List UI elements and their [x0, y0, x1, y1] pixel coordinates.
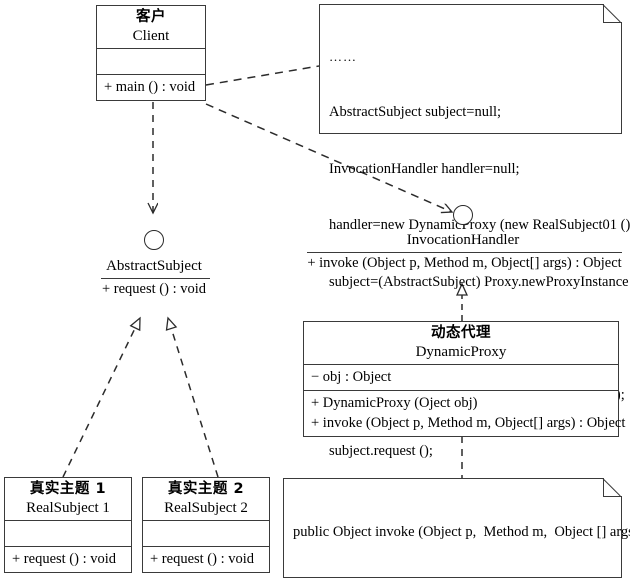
note-invoke-code-body: public Object invoke (Object p, Method m… — [284, 479, 630, 582]
class-real-subject-1[interactable]: 真实主题 1 RealSubject 1 + request () : void — [4, 477, 132, 574]
class-real-subject-2-name-cn: 真实主题 2 — [167, 481, 245, 497]
note-line: public Object invoke (Object p, Method m… — [293, 523, 630, 540]
class-client-operation: + main () : void — [104, 78, 196, 95]
class-dynamic-proxy-attributes: − obj : Object — [304, 363, 618, 390]
class-client-name-en: Client — [132, 27, 170, 44]
note-line: { — [293, 579, 612, 582]
note-line: …… — [329, 48, 357, 64]
class-real-subject-1-name-en: RealSubject 1 — [26, 499, 110, 516]
class-dynamic-proxy-operation: + DynamicProxy (Oject obj) — [311, 395, 478, 412]
class-client-name-cn: 客户 — [136, 9, 166, 25]
class-real-subject-1-name-cn: 真实主题 1 — [29, 481, 107, 497]
invocation-handler-divider — [307, 252, 622, 253]
class-real-subject-1-operations: + request () : void — [5, 545, 131, 572]
class-dynamic-proxy-attribute: − obj : Object — [311, 368, 392, 385]
class-client-attributes — [97, 47, 205, 74]
class-real-subject-1-header: 真实主题 1 RealSubject 1 — [5, 478, 131, 520]
class-real-subject-2-name-en: RealSubject 2 — [164, 499, 248, 516]
class-real-subject-2-attributes — [143, 519, 269, 546]
abstract-subject-lollipop-icon — [144, 230, 164, 250]
invocation-handler-lollipop-icon — [453, 205, 473, 225]
class-real-subject-1-operation: + request () : void — [12, 550, 117, 567]
abstract-subject-name: AbstractSubject — [106, 258, 202, 274]
abstract-subject-divider — [101, 278, 210, 279]
class-real-subject-1-attributes — [5, 519, 131, 546]
note-fold-corner-icon — [603, 478, 622, 497]
class-client-header: 客户 Client — [97, 6, 205, 48]
note-line: handler=new DynamicProxy (new RealSubjec… — [329, 217, 630, 234]
note-line: subject=(AbstractSubject) Proxy.newProxy… — [329, 273, 630, 290]
class-dynamic-proxy-name-cn: 动态代理 — [431, 325, 491, 341]
class-dynamic-proxy-operation: + invoke (Object p, Method m, Object[] a… — [311, 414, 626, 431]
class-dynamic-proxy[interactable]: 动态代理 DynamicProxy − obj : Object + Dynam… — [303, 321, 626, 437]
invocation-handler-name: InvocationHandler — [406, 232, 520, 248]
class-real-subject-2-operation: + request () : void — [150, 550, 255, 567]
class-real-subject-2-header: 真实主题 2 RealSubject 2 — [143, 478, 269, 520]
class-dynamic-proxy-operations: + DynamicProxy (Oject obj) + invoke (Obj… — [304, 390, 626, 436]
note-fold-corner-icon — [603, 4, 622, 23]
note-line: subject.request (); — [329, 443, 433, 460]
invocation-handler-operation: + invoke (Object p, Method m, Object[] a… — [307, 255, 622, 271]
class-dynamic-proxy-header: 动态代理 DynamicProxy — [304, 322, 618, 364]
class-real-subject-2-operations: + request () : void — [143, 545, 269, 572]
class-client[interactable]: 客户 Client + main () : void — [96, 5, 206, 102]
abstract-subject-operation: + request () : void — [101, 281, 206, 297]
class-dynamic-proxy-name-en: DynamicProxy — [415, 343, 507, 360]
class-client-operations: + main () : void — [97, 73, 205, 100]
class-real-subject-2[interactable]: 真实主题 2 RealSubject 2 + request () : void — [142, 477, 270, 574]
note-invoke-code: public Object invoke (Object p, Method m… — [283, 478, 630, 582]
